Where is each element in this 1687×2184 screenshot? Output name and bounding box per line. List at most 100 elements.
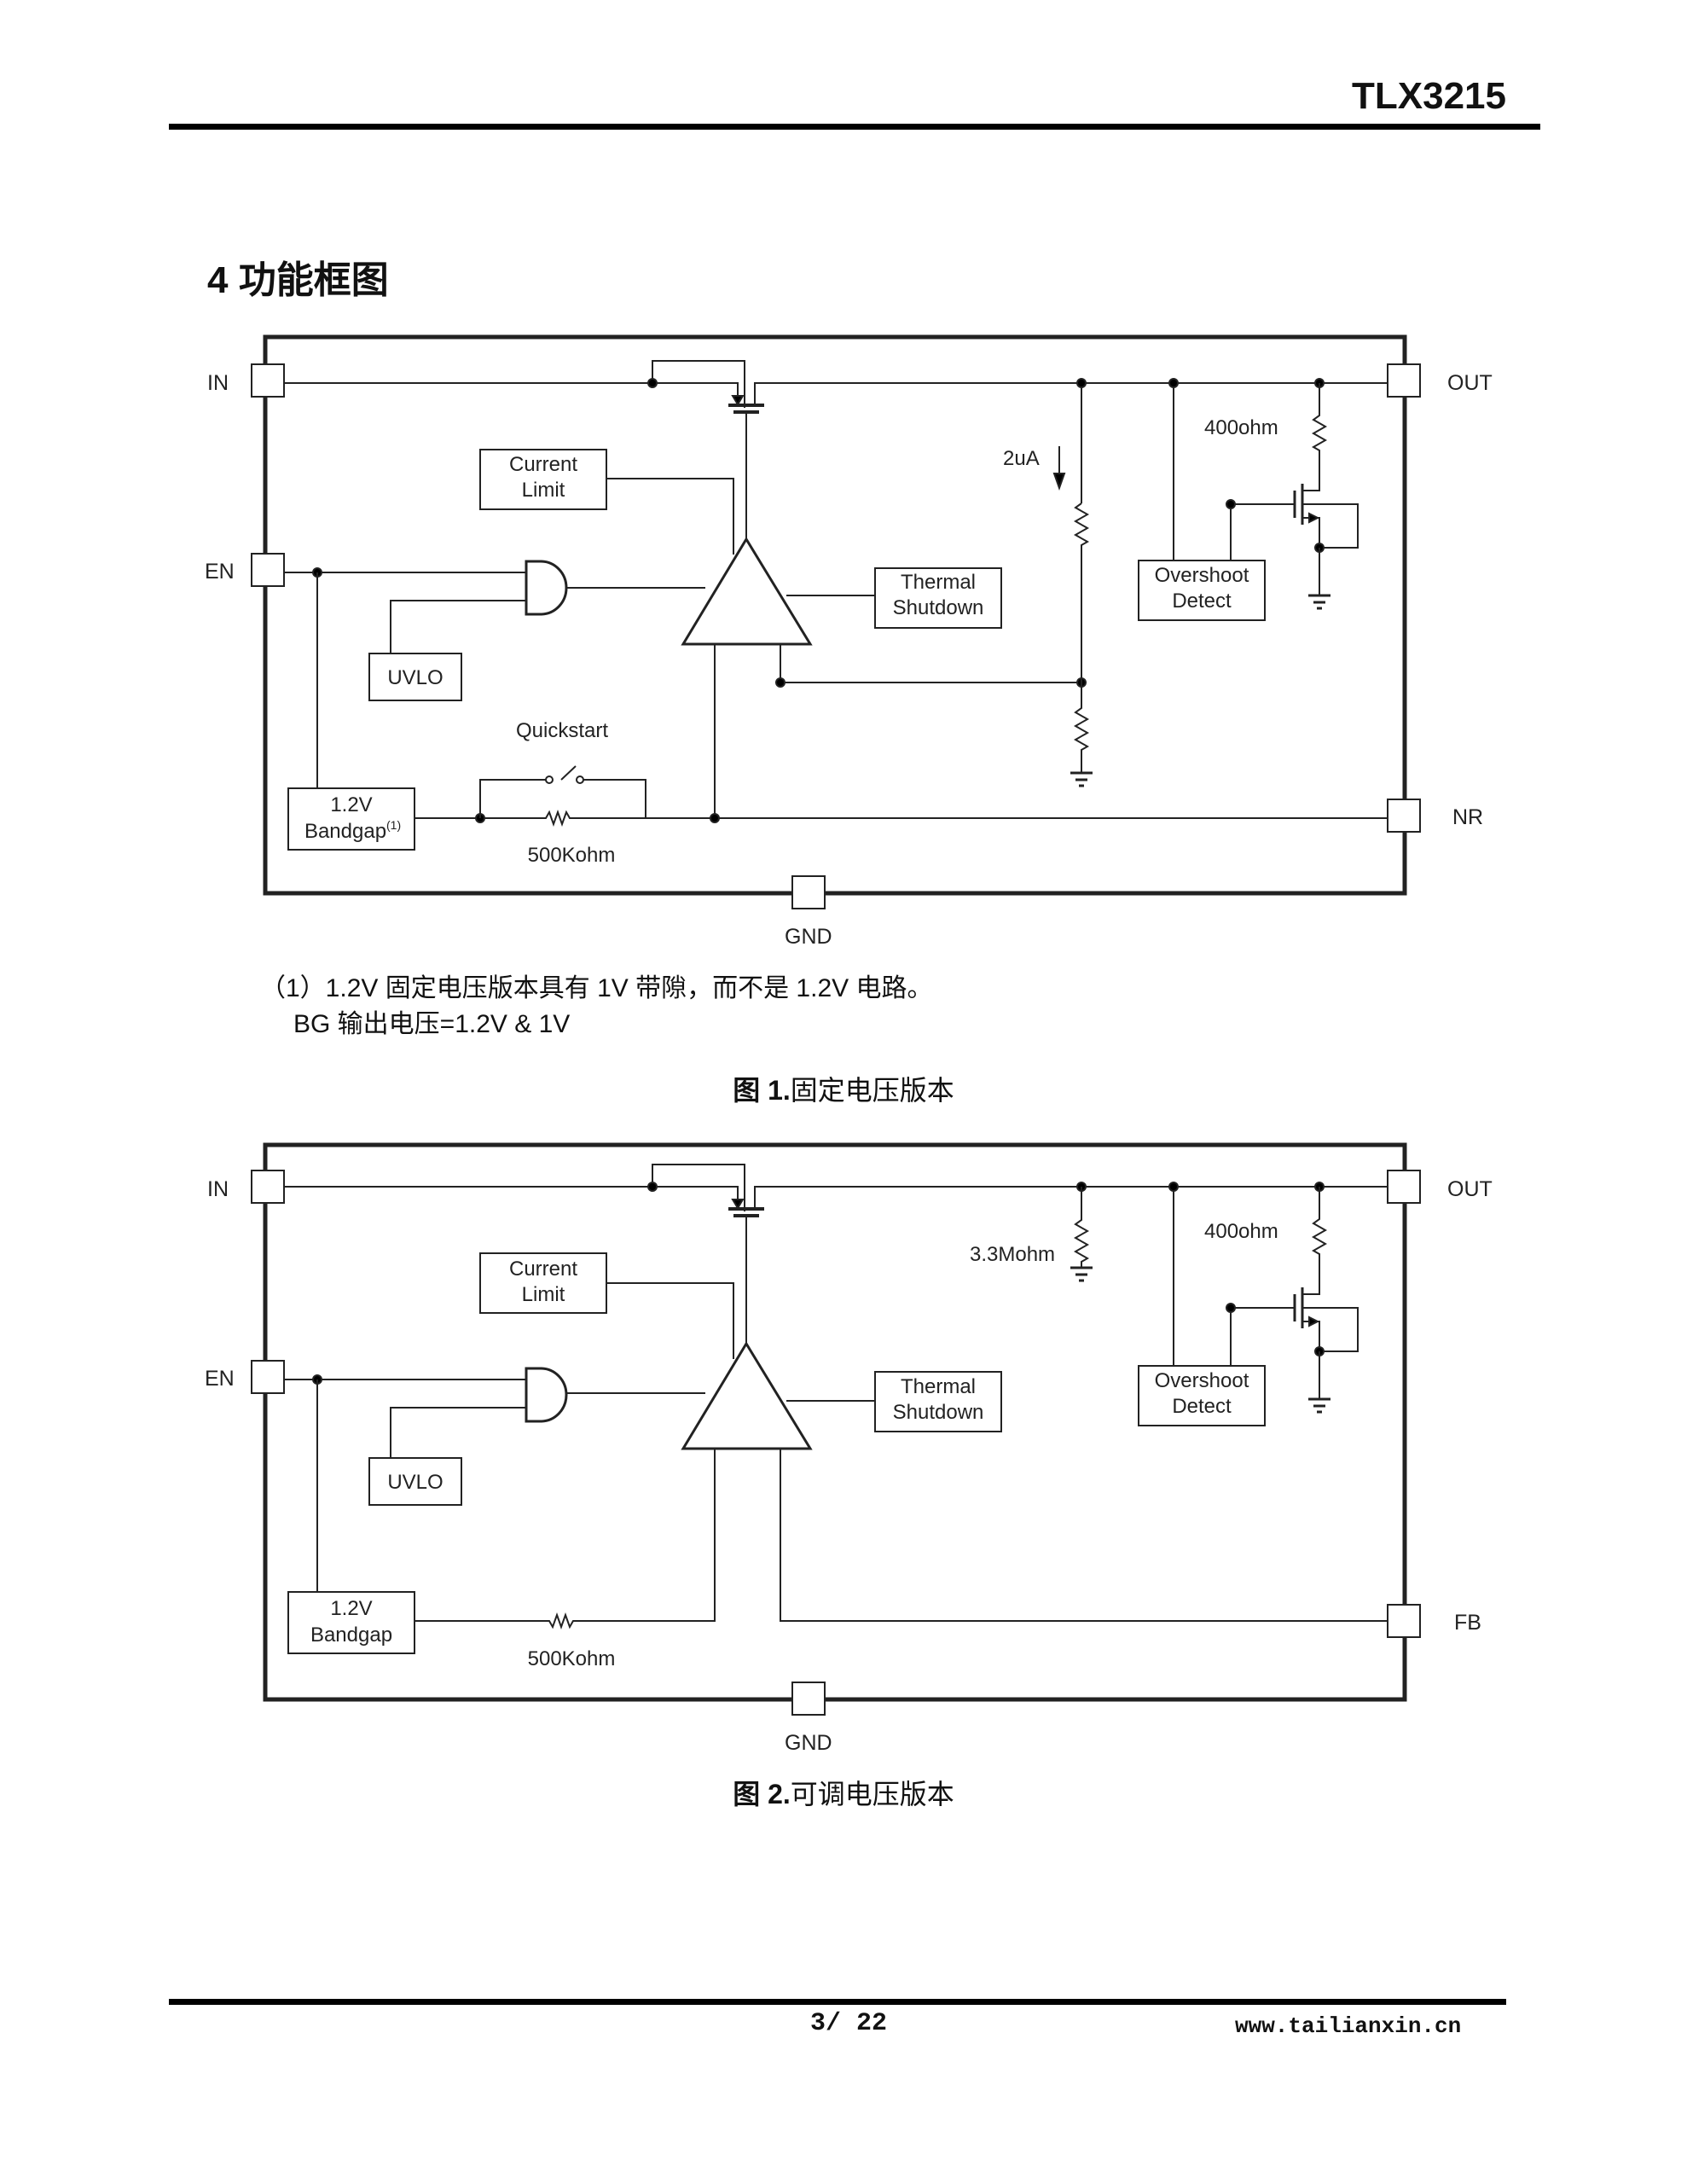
ground-icon [1070, 1266, 1093, 1282]
pulldown-resistor-label: 400ohm [1204, 416, 1278, 439]
bandgap-label: Bandgap [310, 1623, 392, 1647]
wire-in [284, 1186, 739, 1203]
junction [1226, 1303, 1236, 1313]
pulldown-resistor-label: 400ohm [1204, 1220, 1278, 1243]
arrow-head-icon [1052, 473, 1066, 491]
wire-uvlo [390, 600, 526, 653]
pin-fb [1387, 1604, 1421, 1638]
overshoot-detect-label: Overshoot [1155, 1369, 1249, 1392]
bandgap-block [287, 1591, 415, 1654]
junction [1168, 1182, 1179, 1192]
thermal-shutdown-block [874, 567, 1002, 629]
pin-label-en: EN [205, 1367, 235, 1391]
bandgap-label: 1.2V [330, 793, 372, 816]
pin-label-nr: NR [1452, 805, 1483, 829]
ground-icon [1308, 1397, 1330, 1414]
section-number: 4 [207, 259, 229, 301]
chip-outline [263, 1142, 1407, 1702]
pin-en [251, 1360, 285, 1394]
footer-divider [169, 1999, 1506, 2005]
uvlo-block [368, 653, 462, 701]
figure-2-caption-text: 可调电压版本 [790, 1779, 954, 1809]
wire-ref [415, 1449, 716, 1629]
junction [710, 813, 720, 823]
nmos-fet-icon [1293, 484, 1359, 549]
figure-2-block-diagram: IN EN OUT FB GND Current Limit UVLO Ther… [205, 1142, 1493, 1755]
filter-resistor-label: 500Kohm [528, 844, 616, 867]
footnote-line-2: BG 输出电压=1.2V & 1V [293, 1010, 571, 1038]
nmos-fet-icon [1293, 1287, 1359, 1352]
footnote-line-1: （1）1.2V 固定电压版本具有 1V 带隙，而不是 1.2V 电路。 [260, 974, 933, 1002]
junction [647, 378, 658, 388]
thermal-shutdown-label: Thermal [901, 1375, 976, 1398]
resistor-icon [1302, 1187, 1328, 1295]
pin-gnd [791, 1682, 826, 1716]
wire-overshoot-gate [1230, 1307, 1295, 1366]
junction [1226, 499, 1236, 509]
figure-2-caption-prefix: 图 2. [733, 1779, 791, 1809]
ground-icon [1308, 594, 1330, 610]
section-heading: 4 功能框图 [207, 249, 389, 304]
wire-overshoot-gate [1230, 503, 1295, 561]
overshoot-detect-label: Detect [1172, 590, 1232, 613]
output-resistor-label: 3.3Mohm [970, 1243, 1055, 1266]
wire-current-limit [606, 478, 734, 555]
wire-uvlo [390, 1407, 526, 1458]
overshoot-detect-label: Overshoot [1155, 564, 1249, 587]
figure-2-caption: 图 2.可调电压版本 [0, 1773, 1687, 1812]
thermal-shutdown-label: Shutdown [893, 1401, 984, 1424]
pin-label-in: IN [207, 1177, 229, 1201]
thermal-shutdown-block [874, 1371, 1002, 1432]
header-divider [169, 124, 1540, 130]
bandgap-label: Bandgap [304, 820, 386, 843]
quickstart-label: Quickstart [516, 719, 608, 742]
resistor-icon [1073, 702, 1090, 772]
pin-nr [1387, 799, 1421, 833]
pass-fet-icon [728, 1186, 1388, 1217]
pin-in [251, 1170, 285, 1204]
pin-label-gnd: GND [785, 1731, 832, 1755]
quickstart-switch-icon [479, 765, 646, 818]
resistor-icon [1073, 1187, 1090, 1267]
wire-in [284, 382, 739, 399]
pin-gnd [791, 875, 826, 909]
and-gate-icon [525, 1367, 568, 1423]
section-title-text: 功能框图 [238, 259, 389, 301]
error-amplifier-icon [681, 537, 813, 646]
bandgap-label: 1.2V [330, 1597, 372, 1620]
figure-1-caption: 图 1.固定电压版本 [0, 1069, 1687, 1108]
current-limit-label: Limit [522, 1283, 565, 1306]
figure-1-caption-prefix: 图 1. [733, 1075, 791, 1106]
figure-1-block-diagram: IN EN OUT NR GND Current Limit UVLO Ther… [205, 334, 1493, 949]
thermal-shutdown-label: Thermal [901, 571, 976, 594]
overshoot-detect-label: Detect [1172, 1395, 1232, 1418]
wire-in-bulk [652, 360, 745, 408]
pin-label-in: IN [207, 371, 229, 395]
wire-fb [780, 1449, 1388, 1622]
pin-label-en: EN [205, 560, 235, 584]
pin-out [1387, 1170, 1421, 1204]
figure-1-caption-text: 固定电压版本 [790, 1075, 954, 1106]
wire-current-limit [606, 1282, 734, 1359]
junction [775, 677, 786, 688]
junction [1168, 378, 1179, 388]
uvlo-label: UVLO [387, 666, 443, 689]
wire-in-bulk [652, 1164, 745, 1211]
website-link[interactable]: www.tailianxin.cn [1235, 2013, 1462, 2039]
switch-contact [545, 775, 554, 784]
pin-label-out: OUT [1447, 1177, 1493, 1201]
switch-contact [576, 775, 584, 784]
overshoot-detect-block [1138, 560, 1266, 621]
document-title: TLX3215 [1352, 75, 1506, 117]
current-limit-label: Current [509, 453, 577, 476]
pin-en [251, 553, 285, 587]
chip-outline [263, 334, 1407, 896]
resistor-icon [1302, 383, 1328, 491]
wire-nr [415, 810, 1388, 827]
uvlo-label: UVLO [387, 1471, 443, 1494]
pin-in [251, 363, 285, 398]
ground-icon [1070, 771, 1093, 787]
and-gate-icon [525, 560, 568, 616]
error-amplifier-icon [681, 1341, 813, 1450]
current-limit-label: Limit [522, 479, 565, 502]
